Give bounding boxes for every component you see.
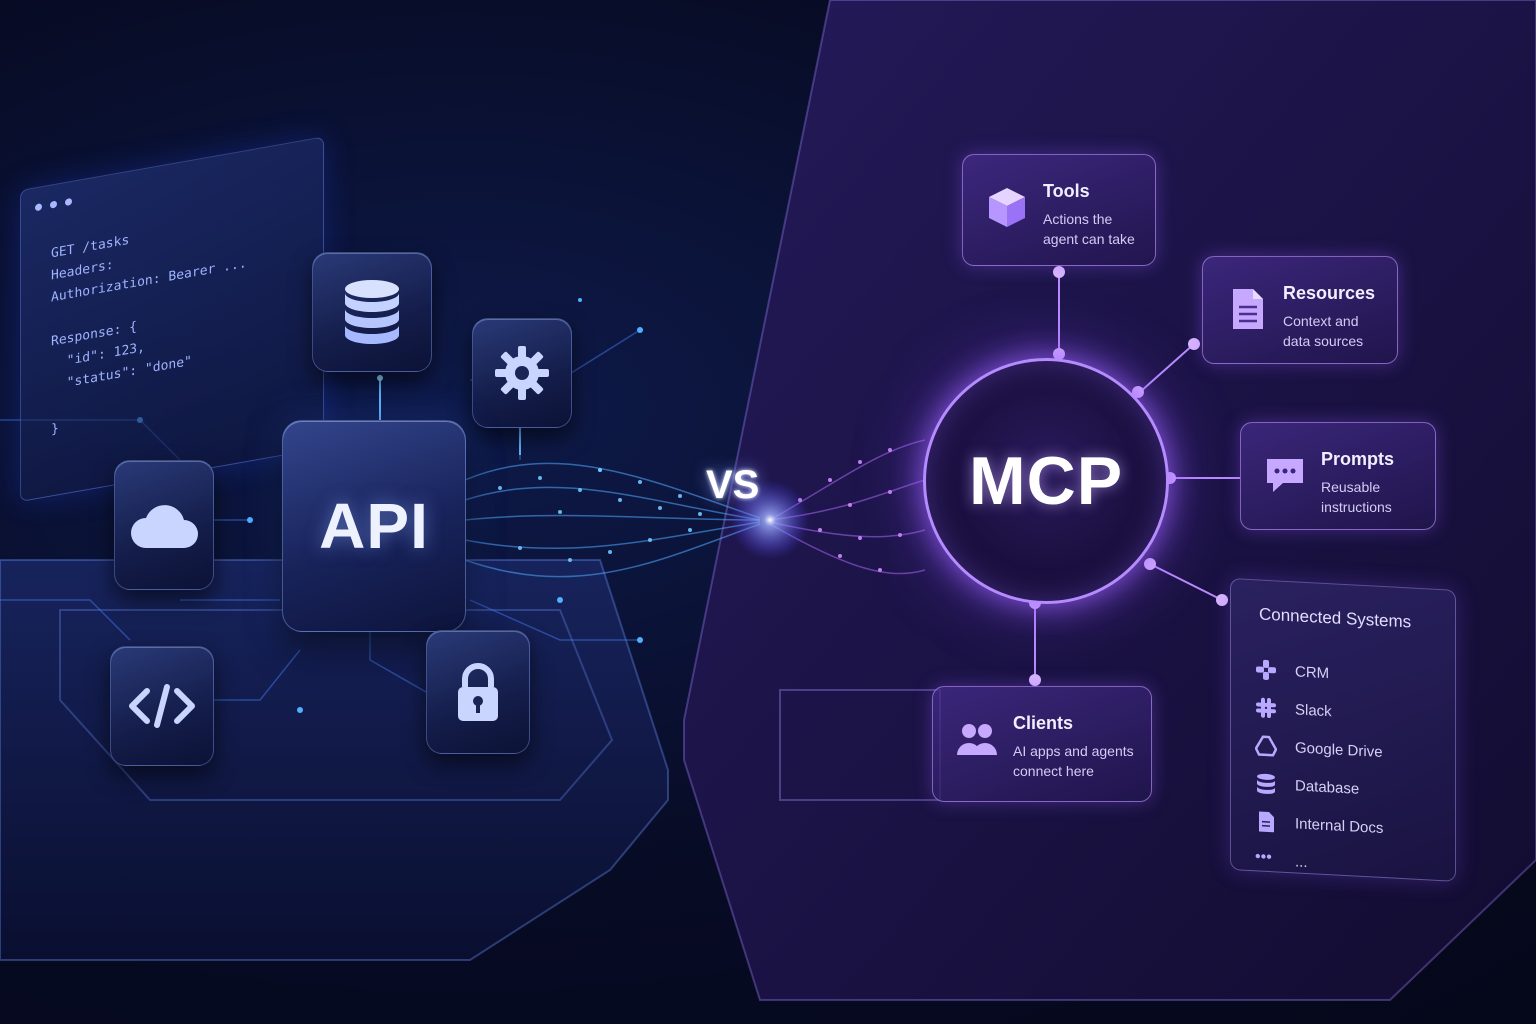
api-label: API bbox=[319, 490, 429, 562]
connected-systems-list: CRM Slack Google Drive Database Internal… bbox=[1255, 650, 1383, 885]
users-icon bbox=[957, 724, 997, 755]
google-drive-icon bbox=[1255, 735, 1277, 757]
lock-icon bbox=[458, 663, 498, 721]
list-item: ••• ... bbox=[1255, 848, 1308, 871]
code-window: GET /tasks Headers: Authorization: Beare… bbox=[20, 136, 324, 502]
connected-systems-title: Connected Systems bbox=[1259, 604, 1412, 632]
slack-icon bbox=[1256, 697, 1276, 719]
prompts-title: Prompts bbox=[1321, 449, 1395, 469]
resources-title: Resources bbox=[1283, 283, 1376, 303]
database-tile bbox=[312, 252, 432, 372]
api-hub: API bbox=[282, 420, 466, 632]
center-glow bbox=[730, 480, 810, 560]
code-snippet: GET /tasks Headers: Authorization: Beare… bbox=[51, 232, 247, 438]
connected-systems-panel: Connected Systems CRM Slack Google Drive… bbox=[1230, 578, 1456, 882]
tools-title: Tools bbox=[1043, 181, 1090, 201]
code-icon bbox=[129, 684, 195, 728]
crm-icon bbox=[1256, 659, 1276, 680]
cube-icon bbox=[989, 188, 1025, 227]
clients-title: Clients bbox=[1013, 713, 1074, 733]
vs-label: VS bbox=[706, 463, 760, 507]
cloud-icon bbox=[131, 505, 198, 548]
list-item: Internal Docs bbox=[1255, 802, 1383, 847]
gear-icon bbox=[495, 346, 549, 400]
api-inner-pad bbox=[59, 609, 614, 801]
lock-tile bbox=[426, 630, 530, 754]
list-item: Database bbox=[1255, 764, 1383, 809]
mcp-hub: MCP bbox=[923, 358, 1169, 604]
document-icon bbox=[1259, 811, 1274, 833]
list-item: Slack bbox=[1255, 688, 1383, 733]
database-icon bbox=[1257, 773, 1275, 794]
document-icon bbox=[1233, 289, 1263, 329]
list-item: CRM bbox=[1255, 650, 1383, 695]
list-item: Google Drive bbox=[1255, 726, 1383, 771]
chat-bubble-icon bbox=[1267, 459, 1303, 492]
ellipsis-icon: ••• bbox=[1255, 848, 1272, 867]
code-tile bbox=[110, 646, 214, 766]
window-dots bbox=[35, 197, 72, 212]
mcp-label: MCP bbox=[968, 443, 1124, 519]
database-icon bbox=[345, 280, 399, 344]
cloud-tile bbox=[114, 460, 214, 590]
gear-tile bbox=[472, 318, 572, 428]
